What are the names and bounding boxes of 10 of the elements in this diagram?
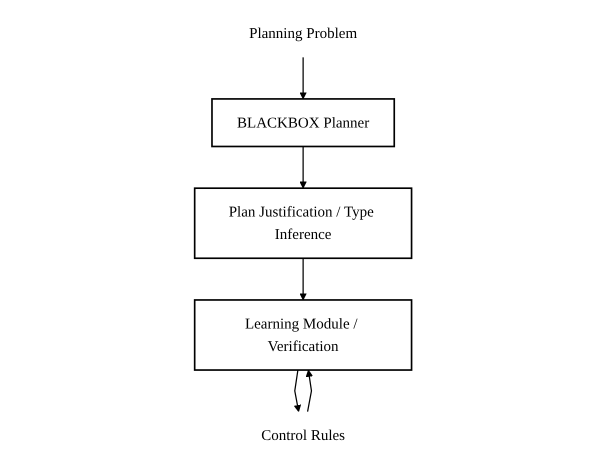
node-text: Control Rules — [261, 426, 345, 444]
node-box: BLACKBOX Planner — [211, 98, 395, 148]
node-box: Plan Justification / Type Inference — [194, 187, 412, 260]
arrow — [299, 57, 307, 100]
arrow — [306, 370, 313, 412]
node-text: Planning Problem — [248, 24, 358, 42]
arrow — [299, 146, 307, 189]
node-box: Learning Module / Verification — [194, 299, 412, 371]
arrow — [299, 258, 307, 300]
arrow — [294, 370, 301, 412]
